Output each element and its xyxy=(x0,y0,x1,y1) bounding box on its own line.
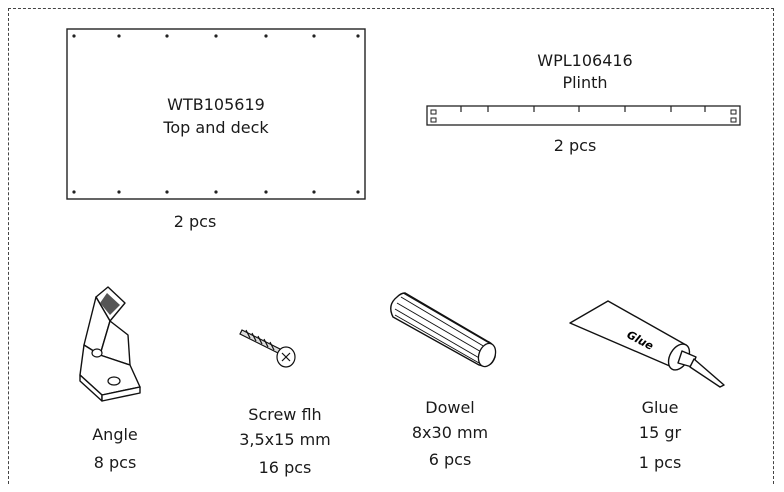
glue-name: Glue xyxy=(641,398,679,417)
glue-tube-icon: Glue xyxy=(569,300,725,388)
angle-qty: 8 pcs xyxy=(93,453,137,472)
dowel-qty: 6 pcs xyxy=(428,450,472,469)
screw-icon xyxy=(239,329,296,368)
dowel-icon xyxy=(390,292,497,368)
screw-qty: 16 pcs xyxy=(258,458,312,477)
glue-qty: 1 pcs xyxy=(638,453,682,472)
dowel-size: 8x30 mm xyxy=(411,423,489,442)
plinth-qty: 2 pcs xyxy=(553,136,597,155)
dowel-name: Dowel xyxy=(425,398,475,417)
top-deck-panel-drawing xyxy=(66,28,366,200)
screw-size: 3,5x15 mm xyxy=(239,430,331,449)
angle-name: Angle xyxy=(92,425,138,444)
screw-name: Screw flh xyxy=(248,405,322,424)
plinth-code: WPL106416 xyxy=(537,51,633,70)
plinth-drawing xyxy=(426,105,741,126)
angle-bracket-icon xyxy=(79,286,141,402)
plinth-name: Plinth xyxy=(562,73,608,92)
top-deck-qty: 2 pcs xyxy=(173,212,217,231)
parts-list-frame xyxy=(8,8,774,484)
top-deck-code: WTB105619 xyxy=(167,95,265,114)
top-deck-name: Top and deck xyxy=(163,118,269,137)
glue-size: 15 gr xyxy=(638,423,682,442)
